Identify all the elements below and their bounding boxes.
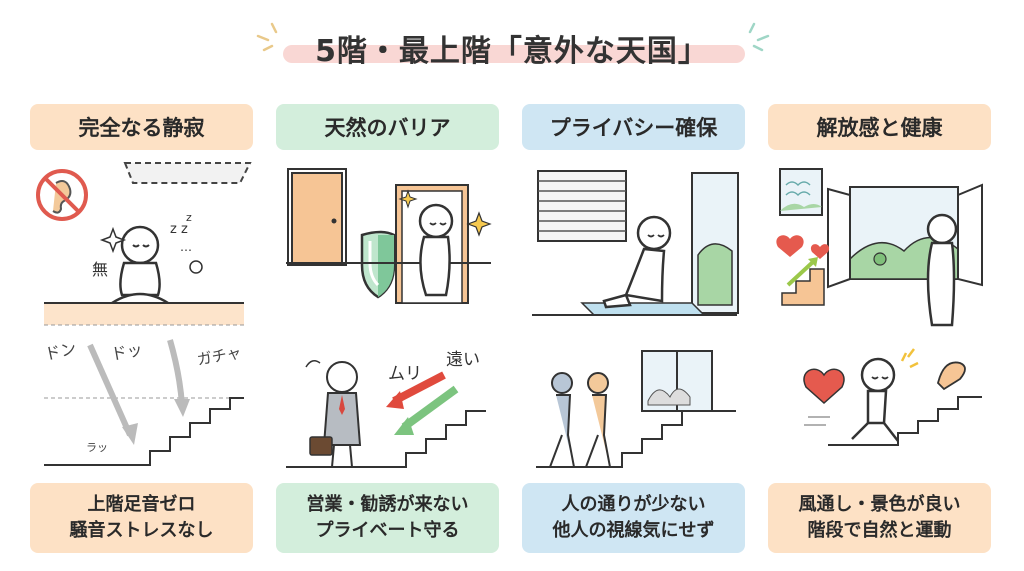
heart-icon — [803, 368, 845, 405]
card3-illustration — [522, 155, 747, 475]
card1-illustration: z z z … 無 ドン ドッ ガチャ ラッ — [30, 155, 255, 475]
blinds-icon — [537, 170, 627, 242]
svg-text:遠い: 遠い — [446, 350, 480, 370]
card1-footer: 上階足音ゼロ 騒音ストレスなし — [30, 483, 253, 553]
sparkle-left-icon — [256, 22, 278, 52]
card4-footer: 風通し・景色が良い 階段で自然と運動 — [768, 483, 991, 553]
card3-footer-line2: 他人の視線気にせず — [552, 520, 715, 541]
svg-text:無: 無 — [92, 260, 108, 279]
card3-footer-line1: 人の通りが少ない — [561, 493, 706, 515]
card3-heading: プライバシー確保 — [522, 104, 745, 150]
svg-text:ムリ: ムリ — [388, 364, 422, 384]
card1-footer-line2: 騒音ストレスなし — [69, 520, 214, 541]
walking-people-icon — [549, 372, 611, 468]
svg-text:ガチャ: ガチャ — [196, 343, 243, 369]
card4-footer-line1: 風通し・景色が良い — [798, 493, 961, 515]
card4-heading: 解放感と健康 — [768, 104, 991, 150]
title-block: 5階・最上階「意外な天国」 — [0, 18, 1024, 78]
window-icon — [827, 183, 983, 289]
card1-footer-line1: 上階足音ゼロ — [87, 493, 196, 515]
card2-footer: 営業・勧誘が来ない プライベート守る — [276, 483, 499, 553]
title-highlight — [283, 45, 745, 63]
card2-footer-line2: プライベート守る — [315, 520, 460, 541]
svg-text:z z: z z — [170, 222, 188, 237]
card2-footer-line1: 営業・勧誘が来ない — [306, 493, 469, 515]
card4-illustration — [768, 155, 993, 475]
svg-text:ラッ: ラッ — [86, 441, 108, 454]
shield-icon — [360, 230, 396, 299]
card2-heading: 天然のバリア — [276, 104, 499, 150]
svg-text:…: … — [180, 240, 192, 254]
card1-heading: 完全なる静寂 — [30, 104, 253, 150]
card4-footer-line2: 階段で自然と運動 — [807, 520, 952, 541]
card2-illustration: ムリ 遠い — [276, 155, 501, 475]
svg-text:ドッ: ドッ — [109, 340, 144, 364]
page-title: 5階・最上階「意外な天国」 — [315, 34, 709, 69]
muscle-icon — [937, 361, 966, 391]
sparkle-right-icon — [748, 22, 770, 52]
no-hearing-icon — [36, 169, 88, 221]
svg-text:ドン: ドン — [43, 339, 78, 364]
card3-footer: 人の通りが少ない 他人の視線気にせず — [522, 483, 745, 553]
svg-text:z: z — [186, 211, 192, 224]
